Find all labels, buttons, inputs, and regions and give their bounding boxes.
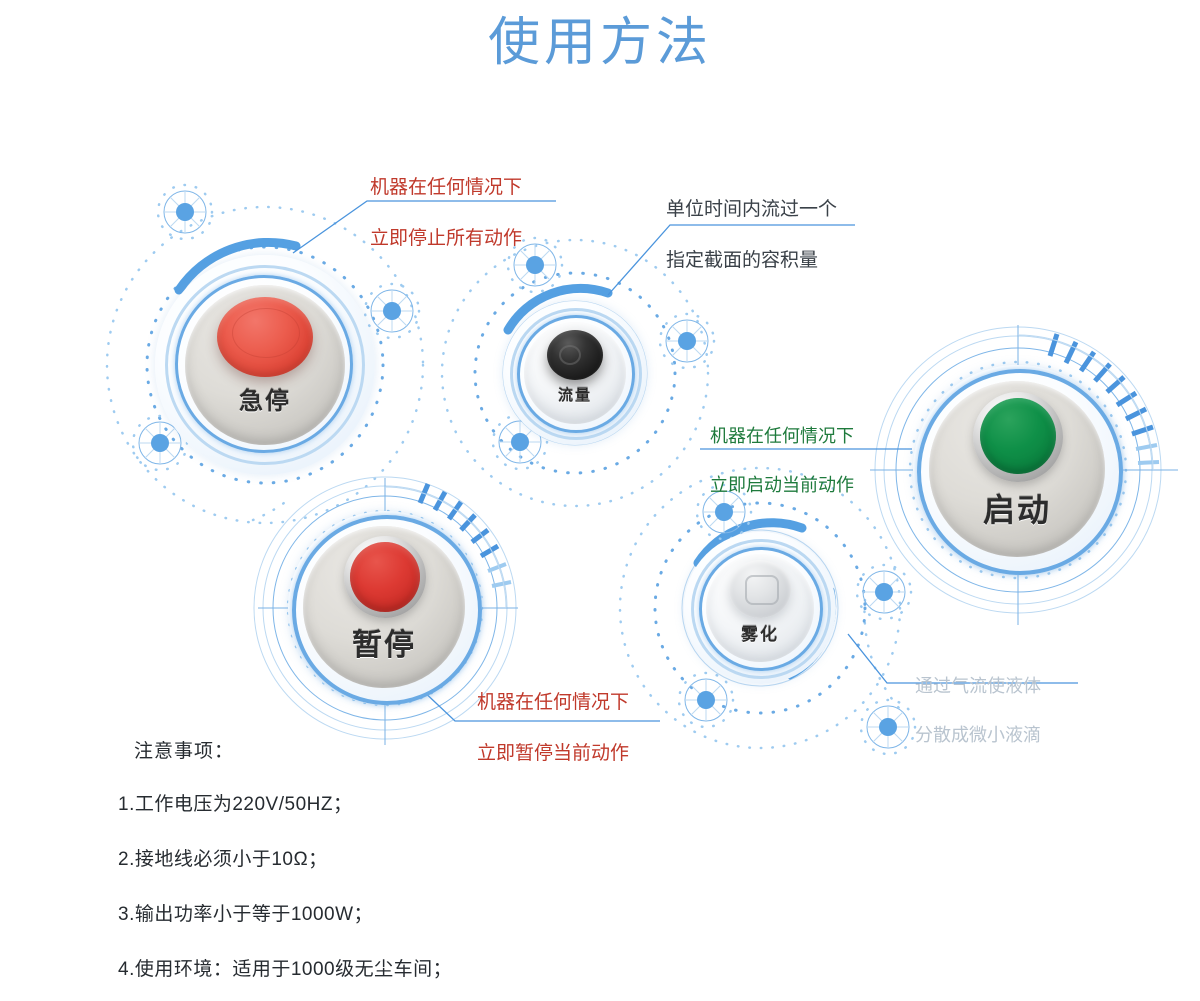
control-emergency-stop[interactable]: 急停 [155, 255, 375, 475]
notes-item-3: 3.输出功率小于等于1000W； [118, 904, 374, 925]
notes-heading: 注意事项： [134, 741, 235, 762]
notes-item-4: 4.使用环境：适用于1000级无尘车间； [118, 959, 453, 980]
annotation-atomize: 通过气流使液体 分散成微小液滴 [915, 650, 1041, 771]
annotation-emergency-stop-line1: 机器在任何情况下 [370, 176, 523, 198]
annotation-flow: 单位时间内流过一个 指定截面的容积量 [666, 171, 837, 299]
annotation-flow-line2: 指定截面的容积量 [666, 249, 819, 271]
control-atomize[interactable]: 雾化 [684, 532, 836, 684]
emergency-stop-outer-ring [165, 265, 365, 465]
annotation-atomize-line2: 分散成微小液滴 [915, 724, 1041, 745]
notes-item-2: 2.接地线必须小于10Ω； [118, 849, 328, 870]
pause-label: 暂停 [352, 629, 416, 662]
control-start[interactable]: 启动 [913, 365, 1123, 575]
annotation-start-line1: 机器在任何情况下 [710, 426, 854, 447]
pause-glow-ring [292, 515, 482, 705]
pause-decor [251, 476, 518, 745]
atomize-glow-ring [699, 547, 823, 671]
leader-lines [292, 200, 1078, 722]
annotation-start-line2: 立即启动当前动作 [710, 474, 854, 495]
annotation-emergency-stop-line2: 立即停止所有动作 [370, 227, 523, 249]
notes-item-1: 1.工作电压为220V/50HZ； [118, 794, 353, 815]
start-cap[interactable] [980, 398, 1056, 474]
annotation-emergency-stop: 机器在任何情况下 立即停止所有动作 [370, 149, 522, 277]
start-label: 启动 [982, 492, 1051, 528]
annotation-atomize-line1: 通过气流使液体 [915, 676, 1041, 697]
atomize-label: 雾化 [741, 625, 779, 644]
annotation-pause: 机器在任何情况下 立即暂停当前动作 [477, 664, 629, 792]
annotation-pause-line2: 立即暂停当前动作 [477, 742, 630, 764]
flow-outer-ring [510, 308, 642, 440]
atomize-outer-ring [691, 539, 831, 679]
start-glow-ring [917, 369, 1123, 575]
control-pause[interactable]: 暂停 [288, 511, 482, 705]
emergency-stop-cap[interactable] [217, 297, 313, 377]
annotation-pause-line1: 机器在任何情况下 [477, 691, 630, 713]
annotation-start: 机器在任何情况下 立即启动当前动作 [710, 400, 854, 521]
annotation-flow-line1: 单位时间内流过一个 [666, 198, 838, 220]
pause-cap[interactable] [350, 542, 420, 612]
emergency-stop-label: 急停 [239, 388, 291, 415]
notes-section: 注意事项： 1.工作电压为220V/50HZ； 2.接地线必须小于10Ω； 3.… [118, 736, 452, 1001]
emergency-stop-glow-ring [175, 275, 353, 453]
flow-glow-ring [517, 315, 635, 433]
atomize-knob[interactable] [729, 560, 791, 618]
flow-knob[interactable] [547, 330, 603, 380]
flow-label: 流量 [557, 387, 592, 404]
page-title: 使用方法 [487, 14, 712, 72]
control-flow[interactable]: 流量 [503, 301, 647, 445]
